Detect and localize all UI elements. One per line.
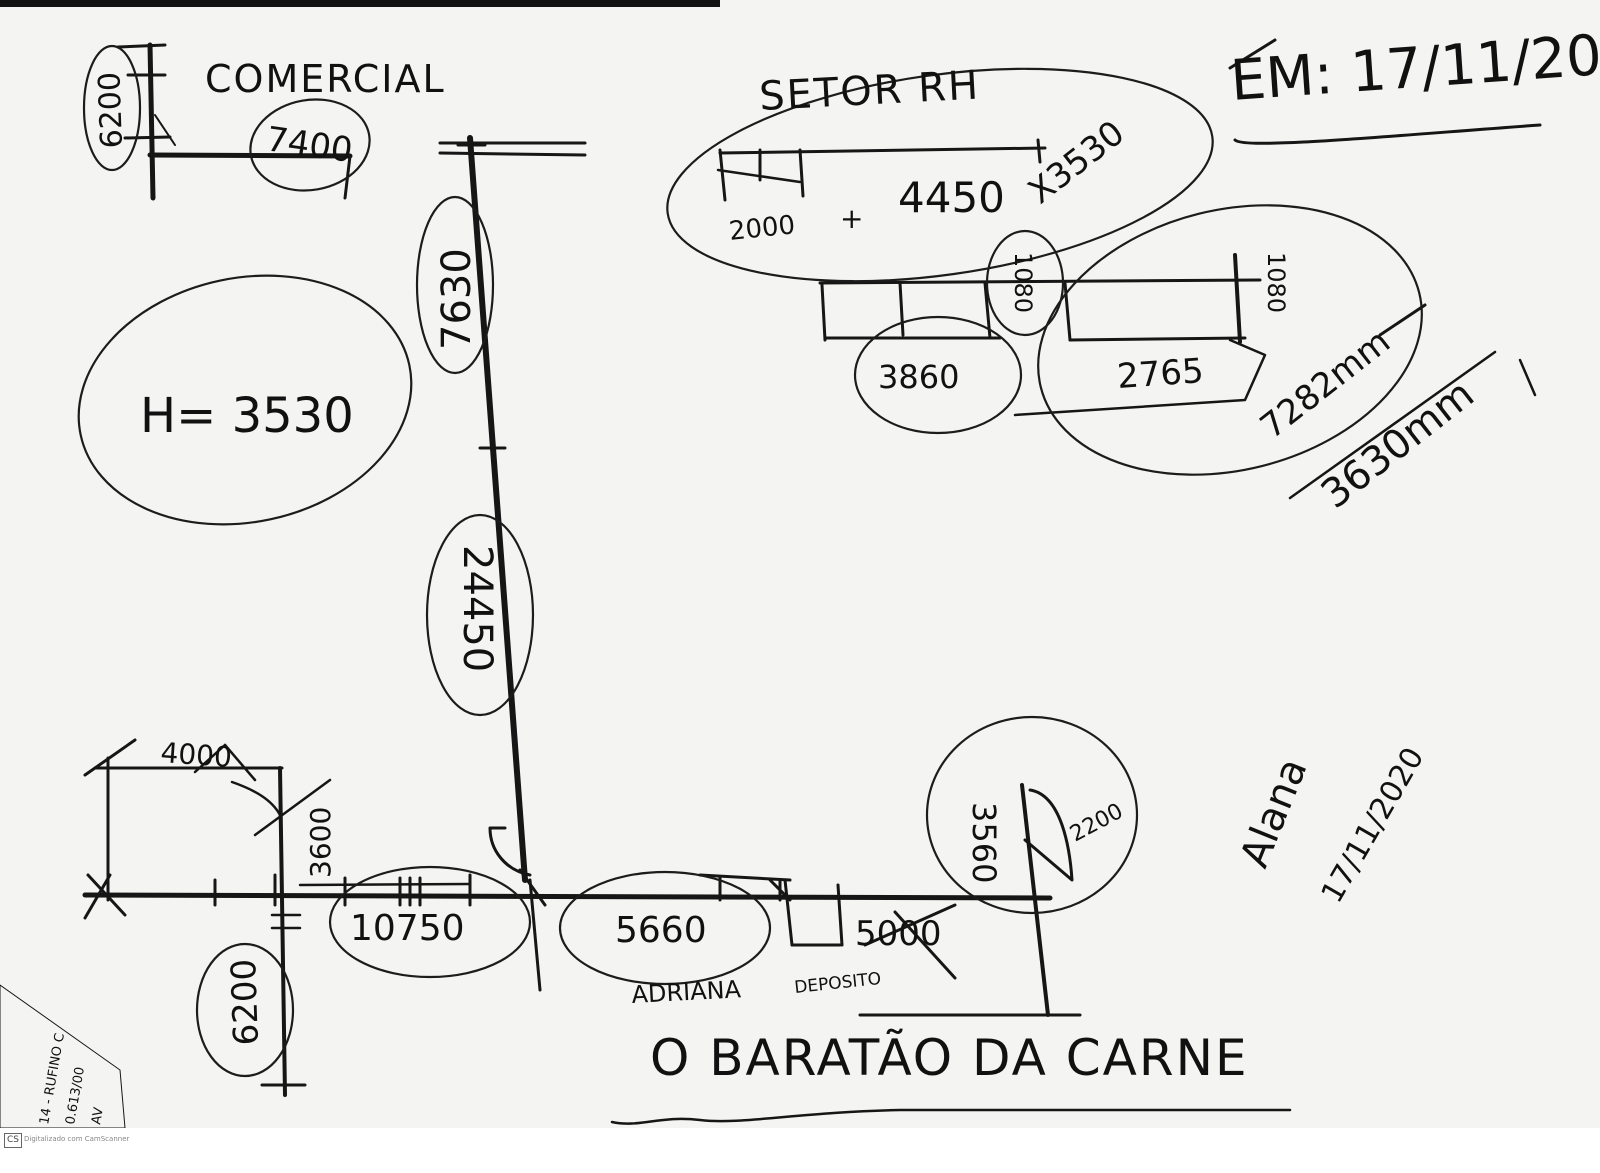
scanner-caption: Digitalizado com CamScanner [24,1135,130,1143]
circle-7400 [249,98,371,192]
signature-name: Alana [1232,752,1317,874]
circle-7630 [415,195,495,375]
footer-title: O BARATÃO DA CARNE [650,1029,1249,1087]
date-label: EM: 17/11/20 [1228,23,1600,114]
circle-h3530 [77,274,413,526]
scan-edge-bar [0,0,720,7]
circle-24450 [425,513,535,717]
edge-label-line1: 14 - RUFINO C [37,1032,68,1126]
measure-1080-b: 1080 [1262,252,1290,313]
measure-1080-a: 1080 [1009,252,1037,313]
measure-10750: 10750 [350,908,465,949]
edge-label-line3: AV [89,1106,107,1125]
measure-4450: 4450 [898,173,1005,222]
label-setor-rh: SETOR RH [758,62,981,120]
label-adriana: ADRIANA [631,975,742,1009]
label-comercial: COMERCIAL [205,57,446,101]
edge-label-line2: 0.613/00 [63,1066,88,1126]
measure-3600: 3600 [304,807,337,878]
signature-date: 17/11/2020 [1315,742,1432,909]
measure-6200-bottom: 6200 [224,958,267,1046]
measure-h3530: H= 3530 [140,388,354,444]
symbol-plus: + [840,202,863,235]
measure-3560: 3560 [965,802,1003,883]
measure-x3530: X3530 [1021,113,1132,212]
label-deposito: DEPOSITO [793,969,882,998]
measure-7630: 7630 [434,248,480,350]
circle-3860 [853,315,1023,435]
measure-7400: 7400 [264,119,355,171]
measure-6200-top: 6200 [92,71,130,149]
circle-3560 [925,715,1139,915]
scan-footer-strip [0,1128,1600,1173]
measure-2765: 2765 [1116,351,1205,397]
circle-2765 [1037,204,1423,476]
circle-6200-bottom [195,942,295,1078]
measure-5000: 5000 [855,914,942,954]
circle-10750 [328,865,532,979]
scanner-logo: CS [4,1133,22,1148]
circle-1080-a [985,229,1065,337]
circle-5660 [558,870,772,986]
measure-2000: 2000 [728,210,797,247]
measure-5660: 5660 [615,910,707,951]
circle-setor-rh [666,67,1214,283]
measure-24450: 24450 [454,545,500,672]
measure-3860: 3860 [878,358,959,396]
measure-2200: 2200 [1066,799,1127,847]
measure-7282: 7282mm [1253,322,1398,448]
circle-6200-top [82,44,142,172]
measure-4000: 4000 [160,736,233,774]
